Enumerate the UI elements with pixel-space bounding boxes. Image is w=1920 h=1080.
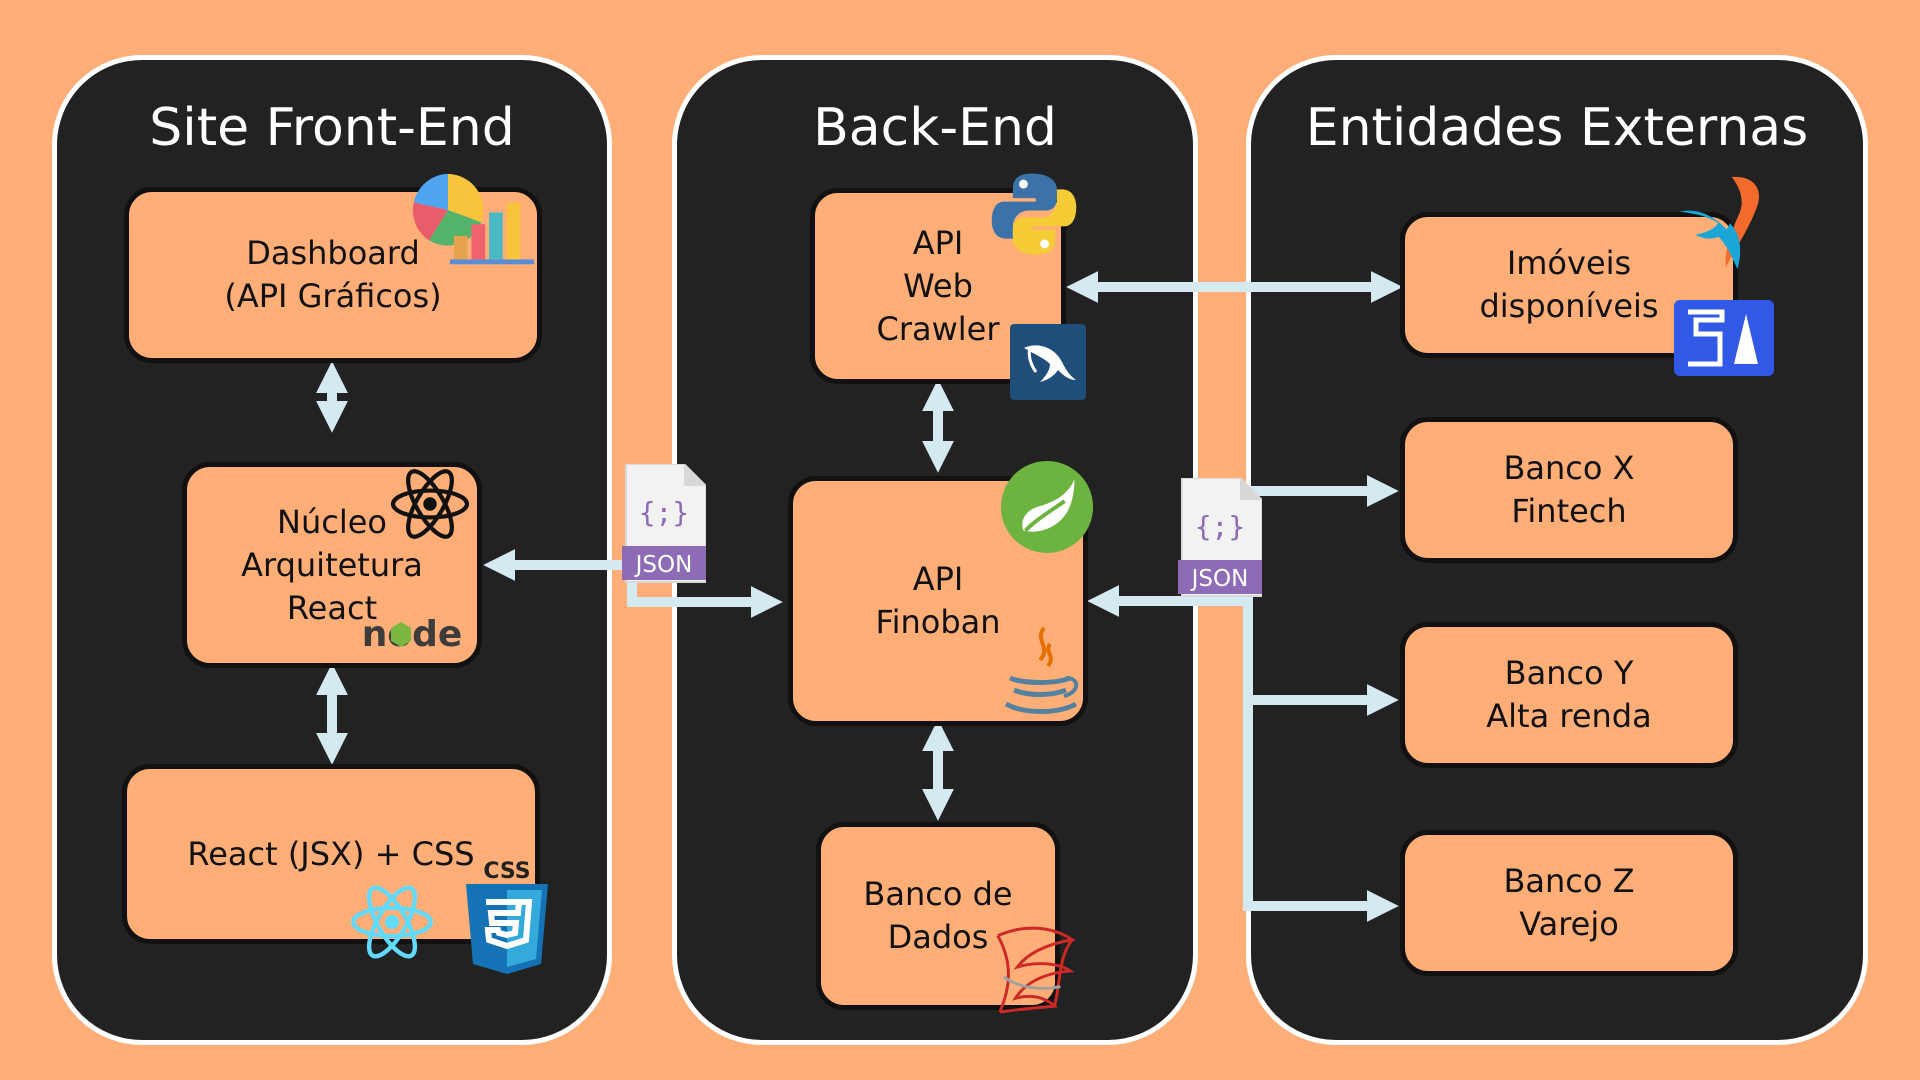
json-file-icon: {;} JSON [622, 464, 706, 583]
sql-server-icon [996, 926, 1076, 1014]
banco-z-line-2: Varejo [1519, 905, 1619, 943]
dashboard-line-1: Dashboard [246, 234, 420, 272]
banco-x-box: Banco X Fintech [1400, 417, 1738, 563]
css3-icon: CSS [466, 859, 548, 974]
java-icon [1004, 626, 1079, 714]
mysql-dolphin-icon [1010, 324, 1086, 400]
react-icon [390, 469, 470, 539]
web-crawler-line-3: Crawler [876, 309, 1000, 348]
banco-z-box: Banco Z Varejo [1400, 830, 1738, 976]
imoveis-line-1: Imóveis [1506, 244, 1632, 282]
database-line-1: Banco de [863, 875, 1013, 913]
backend-panel-title: Back-End [813, 98, 1057, 158]
python-icon [991, 173, 1077, 255]
finoban-line-2: Finoban [875, 603, 1001, 641]
arrow-to-banco-z [1243, 595, 1399, 923]
banco-y-line-2: Alta renda [1486, 697, 1652, 735]
zap-imoveis-icon [1679, 176, 1760, 270]
json-glyph: {;} [639, 496, 690, 529]
imoveis-box: Imóveis disponíveis [1400, 212, 1738, 358]
web-crawler-line-2: Web [903, 266, 973, 305]
banco-x-line-2: Fintech [1511, 492, 1627, 530]
json-file-icon: {;} JSON [1178, 478, 1262, 597]
nucleo-line-3: React [286, 588, 378, 627]
react-icon [351, 885, 433, 959]
nodejs-icon: node [362, 614, 463, 654]
pie-chart-icon [412, 173, 484, 246]
nucleo-line-1: Núcleo [277, 502, 387, 541]
json-label: JSON [634, 552, 693, 578]
external-panel-title: Entidades Externas [1305, 98, 1809, 158]
react-css-line-1: React (JSX) + CSS [187, 834, 475, 873]
spring-leaf-icon [1000, 460, 1094, 554]
banco-x-line-1: Banco X [1503, 449, 1635, 487]
json-glyph: {;} [1195, 510, 1246, 543]
css3-word: CSS [483, 859, 530, 884]
database-box: Banco de Dados [816, 822, 1060, 1010]
database-line-2: Dados [887, 918, 989, 956]
web-crawler-line-1: API [912, 223, 964, 262]
dashboard-line-2: (API Gráficos) [224, 277, 442, 315]
banco-y-line-1: Banco Y [1504, 654, 1634, 692]
dashboard-box: Dashboard (API Gráficos) [124, 187, 542, 363]
nucleo-box: Núcleo Arquitetura React [182, 462, 482, 668]
finoban-line-1: API [912, 560, 964, 598]
nucleo-line-2: Arquitetura [241, 545, 423, 584]
frontend-panel-title: Site Front-End [149, 98, 515, 158]
quinto-andar-icon [1674, 300, 1774, 376]
json-label: JSON [1190, 566, 1249, 592]
bar-chart-icon [449, 202, 535, 265]
imoveis-line-2: disponíveis [1479, 287, 1659, 325]
banco-y-box: Banco Y Alta renda [1400, 622, 1738, 768]
banco-z-line-1: Banco Z [1503, 862, 1635, 900]
node-word: node [362, 614, 463, 654]
